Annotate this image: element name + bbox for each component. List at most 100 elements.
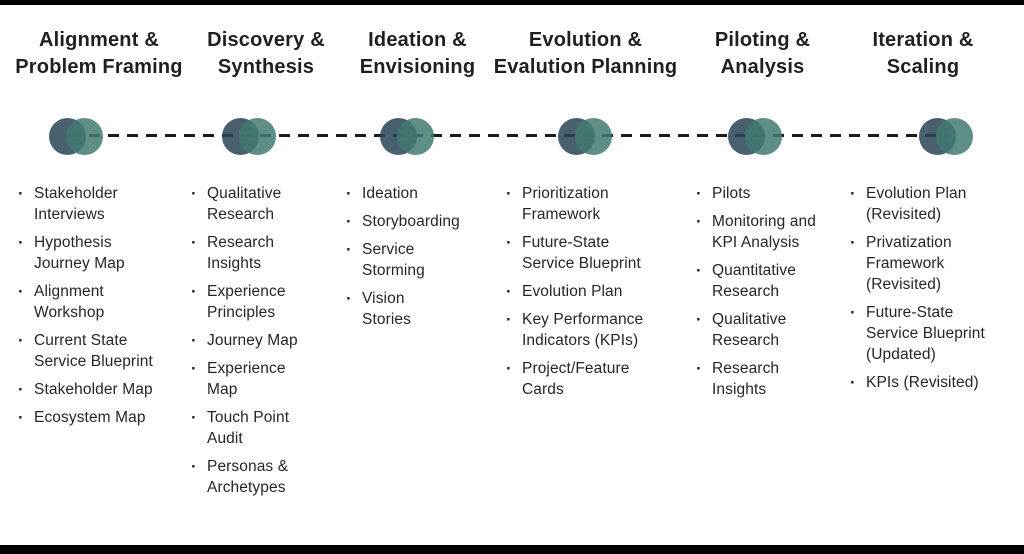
list-item-line: Evolution Plan [522, 283, 623, 300]
phase-title: Evolution &Evalution Planning [488, 27, 683, 81]
bullet-icon: · [506, 310, 512, 329]
phase-milestone-marker [49, 118, 103, 155]
list-item-line: Qualitative [207, 185, 282, 202]
list-item-line: Key Performance [522, 311, 644, 328]
phase-title-line: Discovery & [207, 29, 325, 51]
bullet-icon: · [18, 408, 24, 427]
bullet-icon: · [850, 373, 856, 392]
list-item-line: Insights [712, 381, 767, 398]
bullet-icon: · [191, 282, 197, 301]
list-item-line: Vision [362, 290, 405, 307]
phase-title-line: Ideation & [368, 29, 467, 51]
bullet-icon: · [191, 359, 197, 378]
list-item-line: Storming [362, 262, 425, 279]
bullet-icon: · [191, 408, 197, 427]
phase-milestone-marker [558, 118, 612, 155]
list-item-line: Stories [362, 311, 411, 328]
phase-title-line: Analysis [720, 56, 805, 78]
phase-title-line: Piloting & [714, 29, 811, 51]
list-item-line: Stakeholder [34, 185, 118, 202]
bullet-icon: · [18, 184, 24, 203]
list-item-line: (Revisited) [866, 276, 942, 293]
list-item: ·Evolution Plan [506, 281, 678, 302]
list-item-line: Map [207, 381, 238, 398]
list-item-line: Current State [34, 332, 128, 349]
list-item-line: Project/Feature [522, 360, 630, 377]
list-item-line: Research [207, 206, 275, 223]
list-item-text: Evolution Plan(Revisited) [866, 183, 1022, 225]
bottom-frame-bar [0, 545, 1024, 554]
list-item-line: Privatization [866, 234, 952, 251]
phase-title-line: Synthesis [217, 56, 315, 78]
bullet-icon: · [18, 380, 24, 399]
list-item-line: Monitoring and [712, 213, 816, 230]
list-item-line: Service [362, 241, 415, 258]
bullet-icon: · [506, 233, 512, 252]
list-item-line: Service Blueprint [522, 255, 641, 272]
phase-milestone-marker [728, 118, 782, 155]
list-item-line: Experience [207, 283, 286, 300]
bullet-icon: · [696, 261, 702, 280]
bullet-icon: · [506, 184, 512, 203]
list-item-line: Journey Map [34, 255, 125, 272]
list-item-line: Future-State [522, 234, 610, 251]
phase-title: Iteration &Scaling [853, 27, 993, 81]
list-item-line: Cards [522, 381, 564, 398]
bullet-icon: · [18, 331, 24, 350]
list-item-line: Alignment [34, 283, 104, 300]
timeline-dashed-line [70, 134, 947, 137]
bullet-icon: · [346, 184, 352, 203]
list-item-line: Pilots [712, 185, 751, 202]
phase-title: Piloting & Analysis [700, 27, 825, 81]
list-item-line: Interviews [34, 206, 105, 223]
list-item-line: Audit [207, 430, 243, 447]
phase-title-line: Iteration & [872, 29, 974, 51]
list-item-line: Storyboarding [362, 213, 460, 230]
phase-title-line: Envisioning [359, 56, 476, 78]
list-item-line: Ecosystem Map [34, 409, 146, 426]
list-item-text: Storyboarding [362, 211, 486, 232]
phase-method-list: ·Evolution Plan(Revisited)·Privatization… [850, 183, 1022, 400]
phase-title: Discovery & Synthesis [196, 27, 336, 81]
list-item-line: Stakeholder Map [34, 381, 153, 398]
list-item-line: Research [712, 360, 780, 377]
bullet-icon: · [696, 310, 702, 329]
list-item-text: Ecosystem Map [34, 407, 190, 428]
bullet-icon: · [191, 233, 197, 252]
list-item: · Ecosystem Map [18, 407, 190, 428]
list-item-line: Research [712, 332, 780, 349]
bullet-icon: · [850, 303, 856, 322]
phase-milestone-marker [380, 118, 434, 155]
list-item-line: Insights [207, 255, 262, 272]
list-item-line: Service Blueprint [866, 325, 985, 342]
list-item-line: Ideation [362, 185, 418, 202]
list-item-line: Framework [522, 206, 601, 223]
bullet-icon: · [696, 184, 702, 203]
